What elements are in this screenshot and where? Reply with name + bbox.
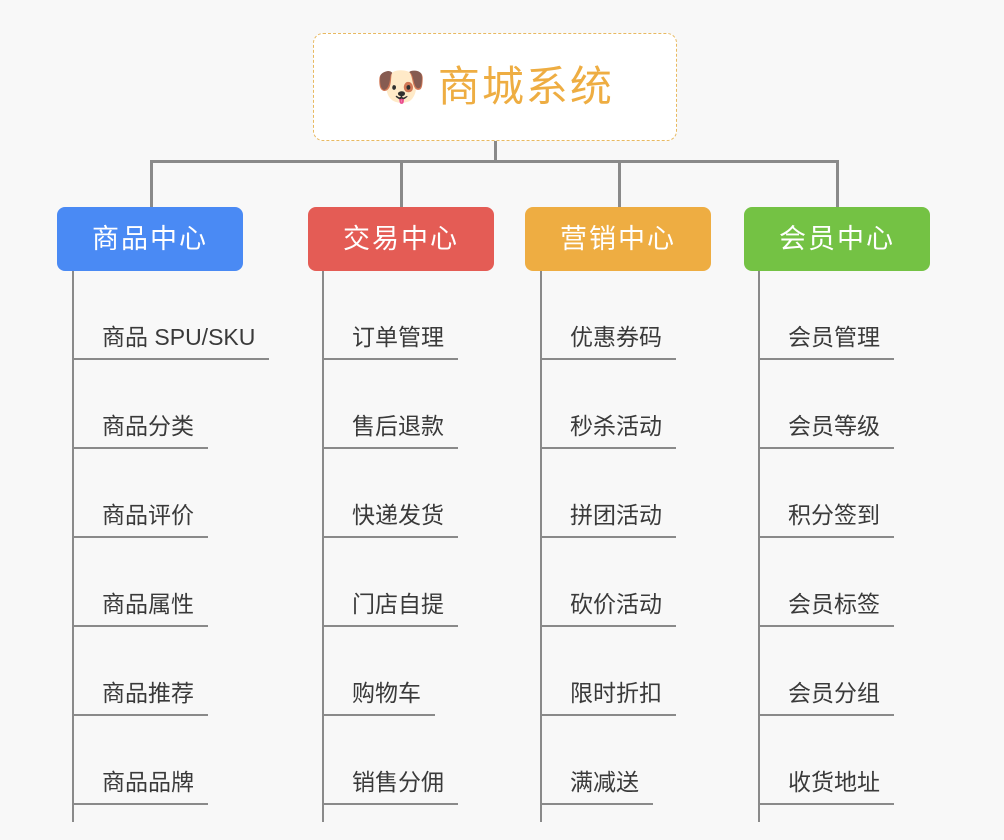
leaf-label: 购物车 [322, 682, 435, 716]
leaf-label: 满减送 [540, 771, 653, 805]
leaf-label: 限时折扣 [540, 682, 676, 716]
leaf-item[interactable]: 积分签到 [758, 449, 894, 538]
leaf-label: 商品分类 [72, 415, 208, 449]
branch-node-trade-center[interactable]: 交易中心 [308, 207, 494, 271]
leaf-label: 商品推荐 [72, 682, 208, 716]
leaf-column-trade-center: 订单管理 售后退款 快递发货 门店自提 购物车 销售分佣 [322, 271, 458, 822]
branch-label: 商品中心 [92, 223, 208, 254]
leaf-item[interactable]: 售后退款 [322, 360, 458, 449]
branch-label: 会员中心 [779, 223, 895, 254]
leaf-label: 订单管理 [322, 326, 458, 360]
leaf-label: 销售分佣 [322, 771, 458, 805]
leaf-label: 秒杀活动 [540, 415, 676, 449]
root-node-label: 商城系统 [437, 63, 614, 110]
leaf-item[interactable]: 秒杀活动 [540, 360, 676, 449]
leaf-label: 会员分组 [758, 682, 894, 716]
leaf-item[interactable]: 订单管理 [322, 271, 458, 360]
branch-node-member-center[interactable]: 会员中心 [744, 207, 930, 271]
root-node[interactable]: 🐶 商城系统 [313, 33, 677, 141]
dog-face-icon: 🐶 [376, 65, 426, 109]
leaf-item[interactable]: 销售分佣 [322, 716, 458, 805]
leaf-item[interactable]: 商品属性 [72, 538, 269, 627]
leaf-label: 快递发货 [322, 504, 458, 538]
leaf-item[interactable]: 快递发货 [322, 449, 458, 538]
branch-node-marketing-center[interactable]: 营销中心 [525, 207, 711, 271]
branch-drop-connector-2 [400, 160, 403, 207]
column-rail [758, 271, 760, 822]
leaf-item[interactable]: 优惠券码 [540, 271, 676, 360]
leaf-column-member-center: 会员管理 会员等级 积分签到 会员标签 会员分组 收货地址 [758, 271, 894, 822]
leaf-label: 商品属性 [72, 593, 208, 627]
leaf-label: 收货地址 [758, 771, 894, 805]
leaf-label: 拼团活动 [540, 504, 676, 538]
root-stem-connector [494, 141, 497, 162]
branch-drop-connector-3 [618, 160, 621, 207]
leaf-label: 砍价活动 [540, 593, 676, 627]
leaf-label: 商品品牌 [72, 771, 208, 805]
leaf-item[interactable]: 会员分组 [758, 627, 894, 716]
leaf-item[interactable]: 限时折扣 [540, 627, 676, 716]
leaf-item[interactable]: 会员等级 [758, 360, 894, 449]
leaf-item[interactable]: 商品推荐 [72, 627, 269, 716]
branch-bus-connector [150, 160, 838, 163]
leaf-column-product-center: 商品 SPU/SKU 商品分类 商品评价 商品属性 商品推荐 商品品牌 [72, 271, 270, 822]
leaf-label: 会员标签 [758, 593, 894, 627]
leaf-item[interactable]: 购物车 [322, 627, 458, 716]
leaf-item[interactable]: 商品品牌 [72, 716, 269, 805]
branch-drop-connector-1 [150, 160, 153, 207]
branch-label: 营销中心 [560, 223, 676, 254]
column-rail [322, 271, 324, 822]
leaf-item[interactable]: 商品评价 [72, 449, 269, 538]
column-rail [72, 271, 74, 822]
branch-label: 交易中心 [343, 223, 459, 254]
leaf-item[interactable]: 砍价活动 [540, 538, 676, 627]
leaf-item[interactable]: 收货地址 [758, 716, 894, 805]
branch-node-product-center[interactable]: 商品中心 [57, 207, 243, 271]
leaf-label: 会员管理 [758, 326, 894, 360]
leaf-label: 商品评价 [72, 504, 208, 538]
leaf-label: 会员等级 [758, 415, 894, 449]
leaf-item[interactable]: 满减送 [540, 716, 676, 805]
leaf-item[interactable]: 拼团活动 [540, 449, 676, 538]
leaf-item[interactable]: 门店自提 [322, 538, 458, 627]
leaf-label: 门店自提 [322, 593, 458, 627]
leaf-label: 售后退款 [322, 415, 458, 449]
leaf-column-marketing-center: 优惠券码 秒杀活动 拼团活动 砍价活动 限时折扣 满减送 [540, 271, 676, 822]
leaf-item[interactable]: 会员标签 [758, 538, 894, 627]
leaf-item[interactable]: 商品 SPU/SKU [72, 271, 270, 360]
leaf-label: 商品 SPU/SKU [72, 326, 270, 360]
leaf-item[interactable]: 商品分类 [72, 360, 269, 449]
leaf-label: 积分签到 [758, 504, 894, 538]
leaf-item[interactable]: 会员管理 [758, 271, 894, 360]
column-rail [540, 271, 542, 822]
branch-drop-connector-4 [836, 160, 839, 207]
leaf-label: 优惠券码 [540, 326, 676, 360]
